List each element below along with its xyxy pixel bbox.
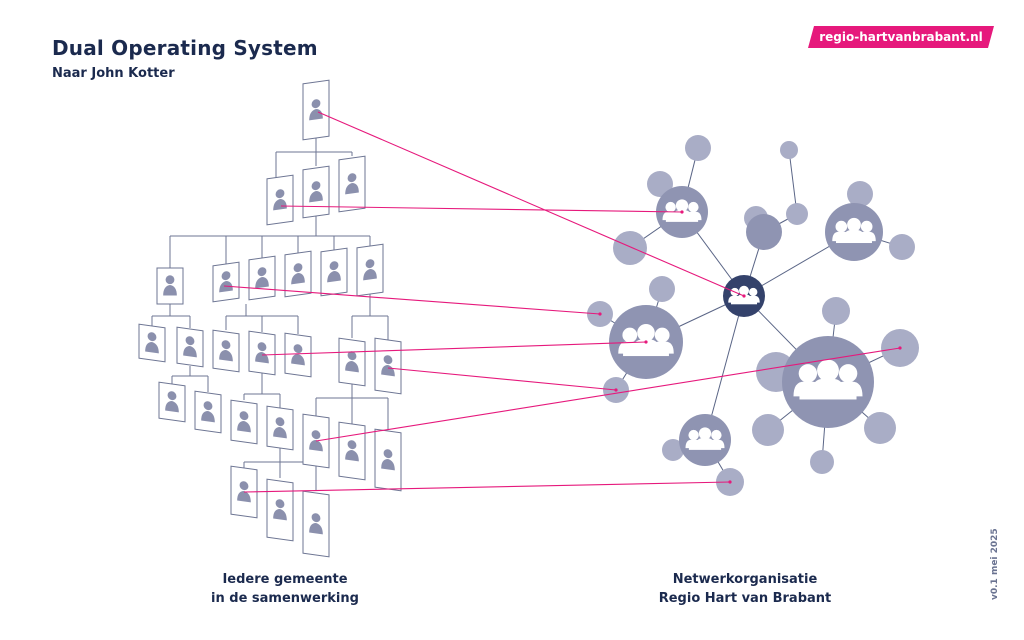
website-badge[interactable]: regio-hartvanbrabant.nl bbox=[808, 26, 994, 48]
org-chart-box bbox=[138, 323, 166, 363]
hierarchy-connectors bbox=[151, 138, 389, 490]
org-chart-box bbox=[266, 174, 294, 226]
left-caption: Iedere gemeente in de samenwerking bbox=[180, 570, 390, 608]
org-chart-box bbox=[194, 390, 222, 434]
left-caption-line-1: Iedere gemeente bbox=[222, 572, 348, 587]
network-node bbox=[822, 297, 850, 325]
website-link[interactable]: regio-hartvanbrabant.nl bbox=[819, 30, 983, 44]
org-chart-box bbox=[248, 330, 276, 376]
org-chart-box bbox=[302, 165, 330, 219]
network-node bbox=[746, 214, 782, 250]
cross-link-line bbox=[387, 367, 617, 391]
org-chart-box bbox=[284, 250, 312, 298]
org-chart-box bbox=[284, 332, 312, 378]
cross-link-line bbox=[317, 111, 745, 297]
org-chart-box bbox=[374, 337, 402, 395]
network-node bbox=[786, 203, 808, 225]
org-chart-box bbox=[338, 421, 366, 481]
network-node bbox=[613, 231, 647, 265]
cross-link-dot bbox=[898, 346, 902, 350]
org-chart-box bbox=[248, 255, 276, 301]
cross-link-line bbox=[280, 205, 683, 213]
cross-link-dot bbox=[644, 340, 648, 344]
right-caption-line-1: Netwerkorganisatie bbox=[672, 572, 818, 587]
network-node bbox=[864, 412, 896, 444]
network-node bbox=[649, 276, 675, 302]
org-chart-box bbox=[320, 247, 348, 297]
network-team-node bbox=[679, 414, 731, 466]
cross-link-dot bbox=[598, 312, 602, 316]
cross-link-dot bbox=[728, 480, 732, 484]
org-chart-box bbox=[212, 261, 240, 303]
network-node bbox=[847, 181, 873, 207]
page-subtitle: Naar John Kotter bbox=[52, 66, 175, 81]
org-chart-box bbox=[374, 428, 402, 492]
org-chart-box bbox=[156, 267, 184, 305]
org-chart-box bbox=[338, 155, 366, 213]
network-node bbox=[662, 439, 684, 461]
org-chart-box bbox=[176, 326, 204, 368]
org-chart-box bbox=[158, 381, 186, 423]
network-node bbox=[810, 450, 834, 474]
left-caption-line-2: in de samenwerking bbox=[211, 591, 359, 606]
cross-link-line bbox=[261, 341, 647, 356]
org-chart-box bbox=[302, 490, 330, 558]
org-chart-box bbox=[356, 243, 384, 297]
badge-shape bbox=[808, 26, 994, 48]
cross-link-line bbox=[315, 347, 901, 442]
cross-links bbox=[223, 111, 902, 493]
network-node bbox=[685, 135, 711, 161]
org-chart-box bbox=[230, 399, 258, 445]
right-caption-line-2: Regio Hart van Brabant bbox=[658, 591, 832, 606]
right-caption: Netwerkorganisatie Regio Hart van Braban… bbox=[630, 570, 860, 608]
cross-link-line bbox=[243, 481, 731, 493]
cross-link-dot bbox=[680, 210, 684, 214]
cross-link-dot bbox=[742, 294, 746, 298]
network-node bbox=[647, 171, 673, 197]
org-chart-box bbox=[266, 405, 294, 451]
network-team-node bbox=[782, 336, 874, 428]
network-node bbox=[780, 141, 798, 159]
cross-link-dot bbox=[614, 388, 618, 392]
org-chart-box bbox=[212, 329, 240, 373]
org-chart-box bbox=[338, 337, 366, 387]
org-chart-box bbox=[302, 79, 330, 141]
network-node bbox=[889, 234, 915, 260]
page-title: Dual Operating System bbox=[52, 36, 318, 60]
org-chart-box bbox=[266, 478, 294, 542]
network-node bbox=[752, 414, 784, 446]
version-label: v0.1 mei 2025 bbox=[990, 528, 1000, 600]
network-team-node bbox=[825, 203, 883, 261]
cross-link-line bbox=[223, 285, 601, 315]
